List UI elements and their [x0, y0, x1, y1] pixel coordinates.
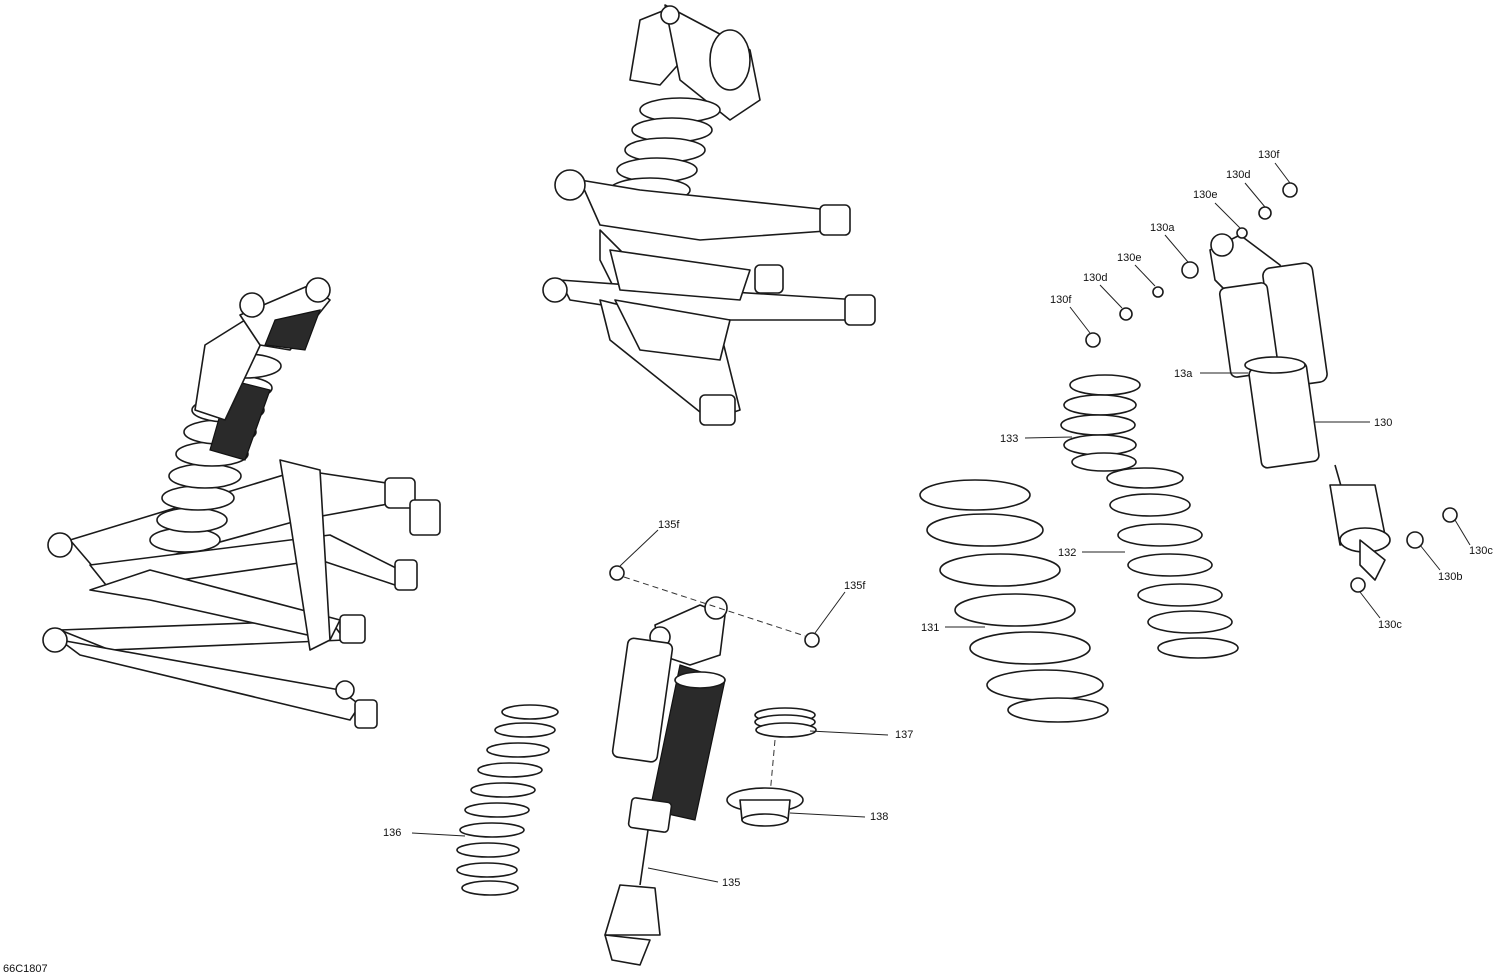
- callout-132: 132: [1058, 547, 1076, 559]
- shock-135-exploded: [604, 565, 820, 966]
- callout-130c-bottom: 130c: [1378, 619, 1402, 631]
- spring-133: [1060, 374, 1141, 472]
- callout-13a: 13a: [1174, 368, 1193, 380]
- callout-135: 135: [722, 877, 740, 889]
- callout-130c-right: 130c: [1469, 545, 1493, 557]
- callout-130f-top: 130f: [1258, 149, 1280, 161]
- callout-130d-top: 130d: [1226, 169, 1250, 181]
- callout-130e-mid: 130e: [1117, 252, 1141, 264]
- spring-132: [1106, 467, 1239, 659]
- spring-131: [919, 479, 1109, 723]
- callout-136: 136: [383, 827, 401, 839]
- callout-133: 133: [1000, 433, 1018, 445]
- left-suspension-assembly: [42, 277, 441, 729]
- spring-seat-137: [754, 707, 817, 796]
- leader-lines: [411, 162, 1471, 883]
- front-suspension-assembly: [542, 4, 876, 426]
- spring-136: [456, 704, 559, 896]
- spring-seat-138: [726, 787, 804, 827]
- callout-130f-mid: 130f: [1050, 294, 1072, 306]
- callout-labels: 130f 130d 130e 130a 130e 130d 130f 13a 1…: [383, 149, 1493, 889]
- callout-131: 131: [921, 622, 939, 634]
- callout-137: 137: [895, 729, 913, 741]
- shock-130-exploded: [1085, 182, 1458, 593]
- callout-138: 138: [870, 811, 888, 823]
- callout-130d-mid: 130d: [1083, 272, 1107, 284]
- callout-130e-top: 130e: [1193, 189, 1217, 201]
- callout-130: 130: [1374, 417, 1392, 429]
- diagram-code: 66C1807: [3, 963, 48, 975]
- callout-130b: 130b: [1438, 571, 1462, 583]
- callout-135f-right: 135f: [844, 580, 866, 592]
- callout-130a: 130a: [1150, 222, 1175, 234]
- callout-135f-left: 135f: [658, 519, 680, 531]
